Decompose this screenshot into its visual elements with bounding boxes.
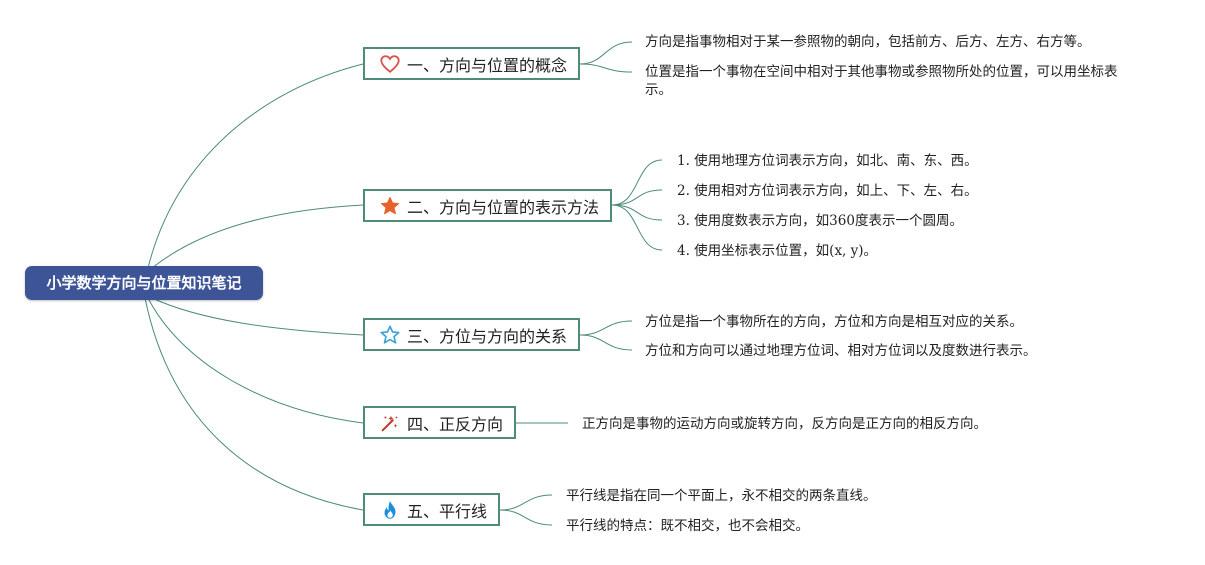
heart-icon — [379, 53, 401, 75]
leaf-text: 方位是指一个事物所在的方向，方位和方向是相互对应的关系。 — [645, 314, 1023, 330]
branch-concept[interactable]: 一、方向与位置的概念 — [363, 47, 580, 80]
leaf-text: 4. 使用坐标表示位置，如(x, y)。 — [677, 243, 878, 259]
leaf-text: 平行线是指在同一个平面上，永不相交的两条直线。 — [566, 488, 877, 504]
leaf-text: 方位和方向可以通过地理方位词、相对方位词以及度数进行表示。 — [645, 343, 1037, 359]
leaf-text: 位置是指一个事物在空间中相对于其他事物或参照物所处的位置，可以用坐标表示。 — [645, 64, 1118, 98]
root-topic[interactable]: 小学数学方向与位置知识笔记 — [25, 266, 263, 300]
magic-wand-icon — [379, 412, 401, 434]
leaf-text: 方向是指事物相对于某一参照物的朝向，包括前方、后方、左方、右方等。 — [645, 34, 1091, 50]
branch-label: 五、平行线 — [407, 501, 488, 521]
leaf-text: 平行线的特点：既不相交，也不会相交。 — [566, 518, 809, 534]
leaf-text: 1. 使用地理方位词表示方向，如北、南、东、西。 — [677, 153, 978, 169]
branch-label: 三、方位与方向的关系 — [407, 326, 568, 346]
leaf-text: 2. 使用相对方位词表示方向，如上、下、左、右。 — [677, 183, 978, 199]
branch-parallel-lines[interactable]: 五、平行线 — [363, 493, 500, 526]
star-filled-icon — [379, 195, 401, 217]
branch-label: 二、方向与位置的表示方法 — [407, 197, 600, 217]
branch-relationship[interactable]: 三、方位与方向的关系 — [363, 318, 580, 351]
branch-representation[interactable]: 二、方向与位置的表示方法 — [363, 189, 612, 222]
flame-icon — [379, 499, 401, 521]
star-outline-icon — [379, 324, 401, 346]
branch-direction[interactable]: 四、正反方向 — [363, 406, 516, 439]
branch-label: 四、正反方向 — [407, 414, 504, 434]
leaf-text: 3. 使用度数表示方向，如360度表示一个圆周。 — [677, 213, 963, 229]
branch-label: 一、方向与位置的概念 — [407, 55, 568, 75]
leaf-text: 正方向是事物的运动方向或旋转方向，反方向是正方向的相反方向。 — [582, 416, 987, 432]
